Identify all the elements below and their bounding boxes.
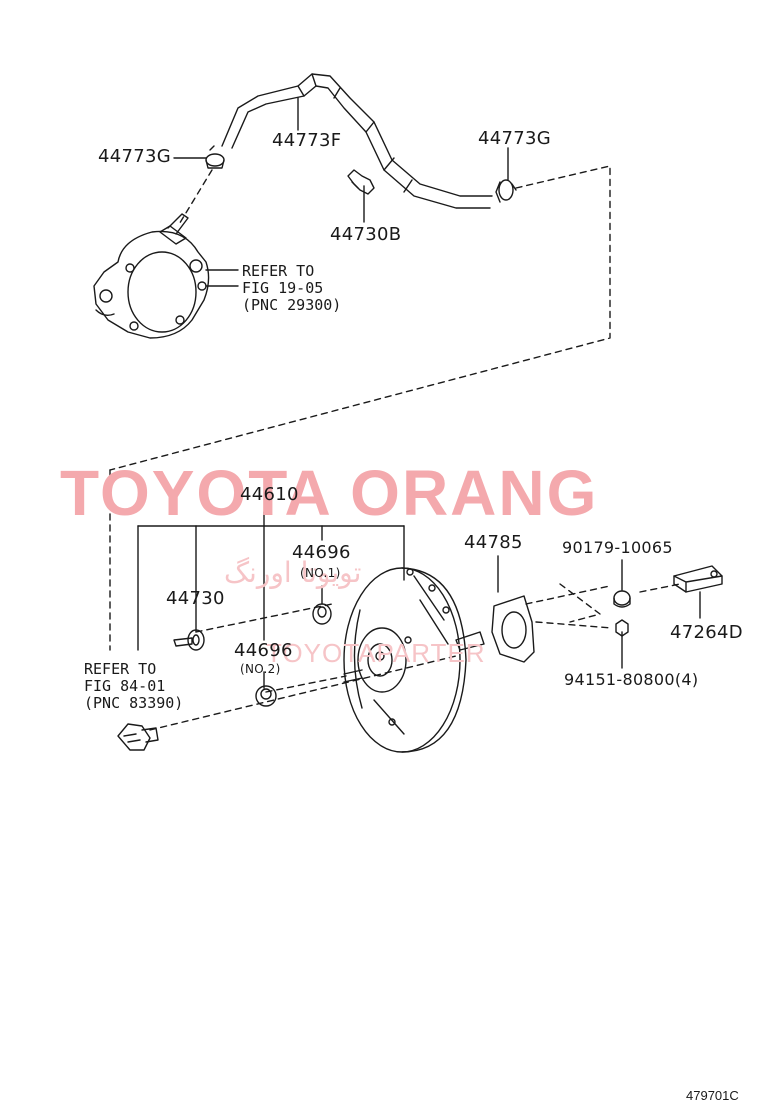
clamp-left [205,145,225,169]
ref-pump-line1: REFER TO [242,262,315,280]
label-check-valve: 44730 [166,588,225,609]
bottom-dash-lines [109,469,681,731]
reference-pump: REFER TO FIG 19-05 (PNC 29300) [242,263,341,314]
top-leaders [173,97,509,287]
union-fitting [117,723,159,751]
check-valve [173,629,205,651]
label-no2: (NO.2) [240,662,281,676]
nut [615,619,629,637]
ref-union-line3: (PNC 83390) [84,694,184,712]
vacuum-pump [93,213,210,339]
pin [613,590,631,608]
label-clamp-right: 44773G [478,128,552,149]
label-clamp-left: 44773G [98,146,172,167]
bracket-44610 [137,511,405,651]
brake-booster [343,567,485,753]
clevis [673,565,723,593]
label-holder: 44730B [330,224,402,245]
label-grommet-no1: 44696 [292,542,351,563]
clamp-right [495,179,517,203]
grommet-no1 [312,603,332,625]
gasket [491,595,535,663]
vacuum-hose [221,73,493,209]
ref-union-line1: REFER TO [84,660,157,678]
label-hose: 44773F [272,130,342,151]
reference-union: REFER TO FIG 84-01 (PNC 83390) [84,661,183,712]
hose-holder [347,169,375,195]
ref-pump-line3: (PNC 29300) [242,296,342,314]
watermark-persian: تویوتا اورنگ [224,556,362,589]
label-booster-assy: 44610 [240,484,299,505]
label-grommet-no2: 44696 [234,640,293,661]
label-pin: 90179-10065 [562,538,673,557]
watermark-main: TOYOTA ORANG [60,457,599,529]
top-dash-lines [109,165,611,471]
grommet-no2 [255,685,277,707]
label-gasket: 44785 [464,532,523,553]
label-clevis: 47264D [670,622,743,643]
watermark-secondary: TOYOTAPARTER [266,638,486,668]
figure-code: 479701C [686,1088,739,1103]
label-nut: 94151-80800(4) [564,670,699,689]
ref-pump-line2: FIG 19-05 [242,279,324,297]
bottom-leaders [263,555,701,689]
label-no1: (NO.1) [300,566,341,580]
ref-union-line2: FIG 84-01 [84,677,166,695]
